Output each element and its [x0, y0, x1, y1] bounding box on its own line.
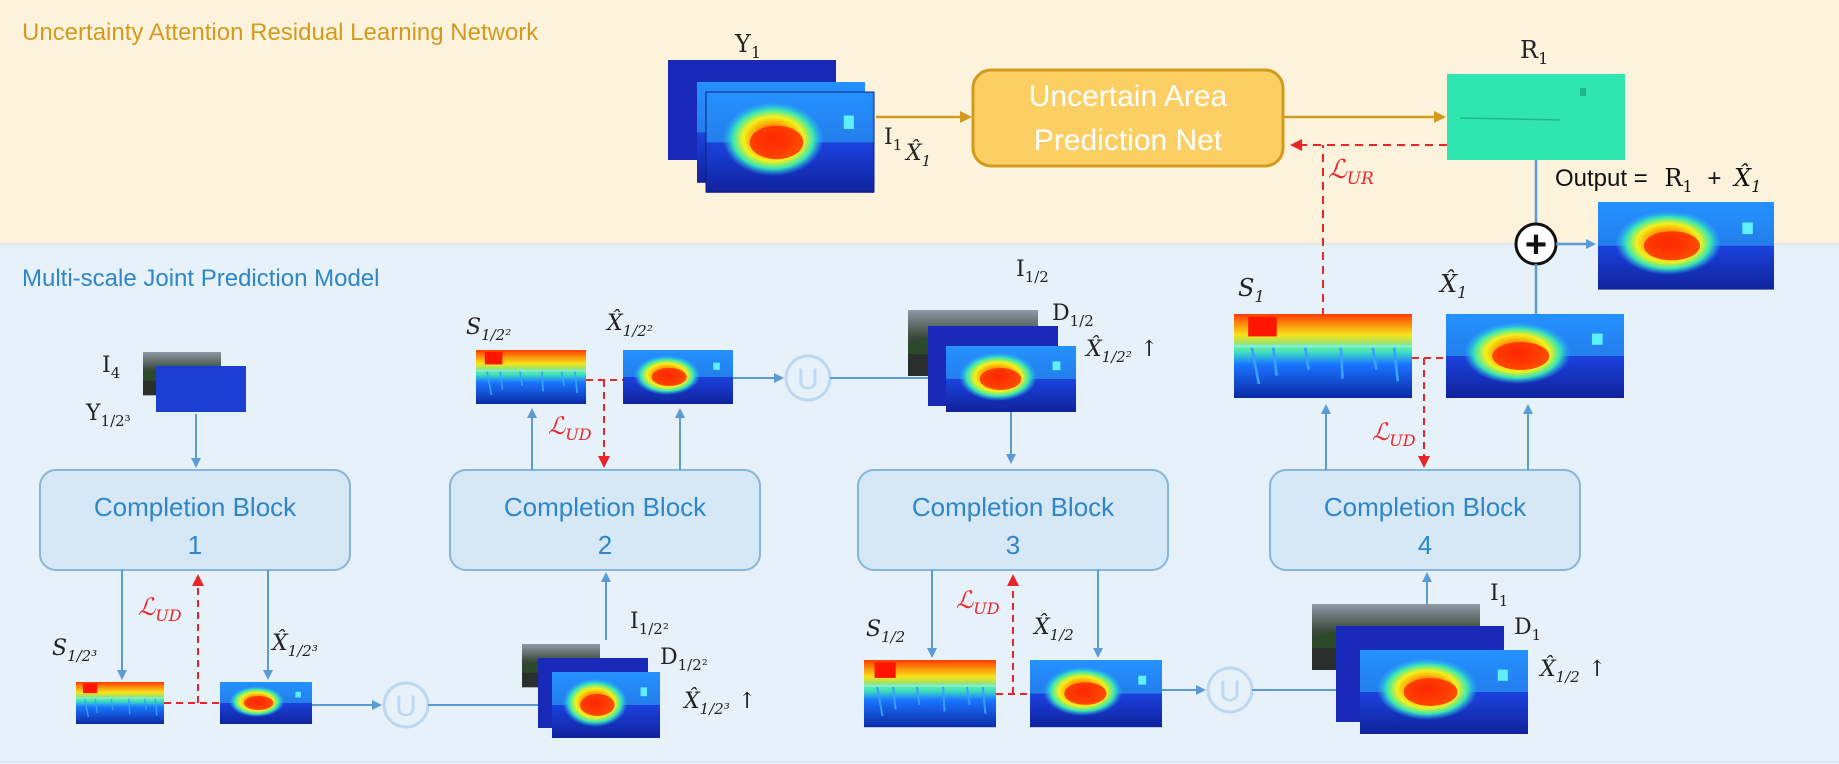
label-L-UD-1: ℒUD	[138, 593, 182, 625]
label-Y1: Y1	[734, 30, 761, 62]
label-X-1-4-up: X̂1/2²↑	[1084, 336, 1158, 366]
label-D1-in: D1	[1514, 615, 1541, 644]
input-stack-scale-1-2	[908, 310, 1076, 412]
depth-map-1	[1446, 314, 1624, 398]
completion-block-2: Completion Block 2	[449, 469, 761, 571]
label-X-1-2: X̂1/2	[1032, 614, 1074, 644]
output-map	[1598, 202, 1774, 290]
upsample-node-2: U	[784, 354, 832, 402]
completion-block-3-index: 3	[1006, 530, 1020, 560]
label-I-1-2-in: I1/2	[1016, 257, 1049, 286]
label-I-1-4-in: I1/2²	[630, 609, 669, 638]
top-section-title: Uncertainty Attention Residual Learning …	[22, 19, 539, 46]
input-stack-scale-1-8	[143, 352, 246, 412]
completion-block-1: Completion Block 1	[39, 469, 351, 571]
label-S-1-8: S1/2³	[52, 636, 97, 665]
label-X-1-8-up: X̂1/2³↑	[682, 688, 756, 718]
label-I4: I4	[102, 353, 120, 382]
label-R1: R1	[1520, 36, 1548, 68]
label-I1-top: I1	[884, 125, 902, 154]
label-L-UD-3: ℒUD	[956, 586, 1000, 618]
completion-block-1-title: Completion Block	[94, 492, 297, 522]
uapn-label-line2: Prediction Net	[1034, 124, 1223, 157]
label-D-1-2-in: D1/2	[1052, 301, 1094, 330]
completion-block-4-index: 4	[1418, 530, 1432, 560]
label-X-1-2-up: X̂1/2↑	[1538, 656, 1606, 686]
completion-block-4: Completion Block 4	[1269, 469, 1581, 571]
label-L-UD-2: ℒUD	[548, 412, 592, 444]
input-stack-scale-1-4	[522, 644, 660, 738]
label-output: Output = R1 + X̂1	[1555, 164, 1761, 198]
top-input-stack	[668, 60, 875, 193]
uapn-label-line1: Uncertain Area	[1029, 80, 1228, 113]
uncertainty-map-1	[1232, 312, 1414, 400]
loss-ud-1	[164, 576, 220, 704]
uncertain-area-prediction-net: Uncertain Area Prediction Net	[971, 68, 1285, 168]
uncertainty-map-1-8	[75, 681, 165, 725]
label-S1: S1	[1238, 274, 1265, 306]
bottom-section-title: Multi-scale Joint Prediction Model	[22, 265, 379, 292]
input-stack-scale-1	[1312, 604, 1528, 734]
label-I1-in: I1	[1490, 581, 1508, 610]
residual-map-R1	[1447, 74, 1625, 160]
label-S-1-2: S1/2	[866, 617, 905, 646]
completion-block-3: Completion Block 3	[857, 469, 1169, 571]
completion-block-1-index: 1	[188, 530, 202, 560]
upsample-symbol-1: U	[395, 690, 417, 723]
depth-map-1-8	[220, 682, 312, 724]
loss-ud-3	[996, 576, 1030, 695]
depth-map-1-2	[1030, 660, 1162, 728]
label-L-UR: ℒUR	[1328, 155, 1374, 189]
label-S-1-4: S1/2²	[466, 315, 511, 344]
depth-map-1-4	[623, 350, 733, 404]
completion-block-2-index: 2	[598, 530, 612, 560]
label-X1: X̂1	[1438, 270, 1467, 302]
completion-block-4-title: Completion Block	[1324, 492, 1527, 522]
uncertainty-map-1-4	[475, 349, 587, 405]
uncertainty-map-1-2	[863, 659, 997, 729]
label-Y-1-8: Y1/2³	[85, 401, 131, 430]
label-X-1-8: X̂1/2³	[270, 630, 318, 660]
label-X1-top: X̂1	[904, 140, 931, 170]
label-D-1-4-in: D1/2²	[660, 645, 708, 674]
loss-ud-2	[586, 379, 623, 466]
label-L-UD-4: ℒUD	[1372, 418, 1416, 450]
sum-symbol: +	[1525, 224, 1547, 266]
completion-block-2-title: Completion Block	[504, 492, 707, 522]
label-X-1-4: X̂1/2²	[605, 310, 653, 340]
upsample-symbol-3: U	[1219, 675, 1241, 708]
sum-node: +	[1514, 222, 1558, 266]
loss-ud-4	[1412, 357, 1446, 466]
completion-block-3-title: Completion Block	[912, 492, 1115, 522]
upsample-symbol-2: U	[797, 363, 819, 396]
upsample-node-1: U	[382, 681, 430, 729]
upsample-node-3: U	[1206, 666, 1254, 714]
